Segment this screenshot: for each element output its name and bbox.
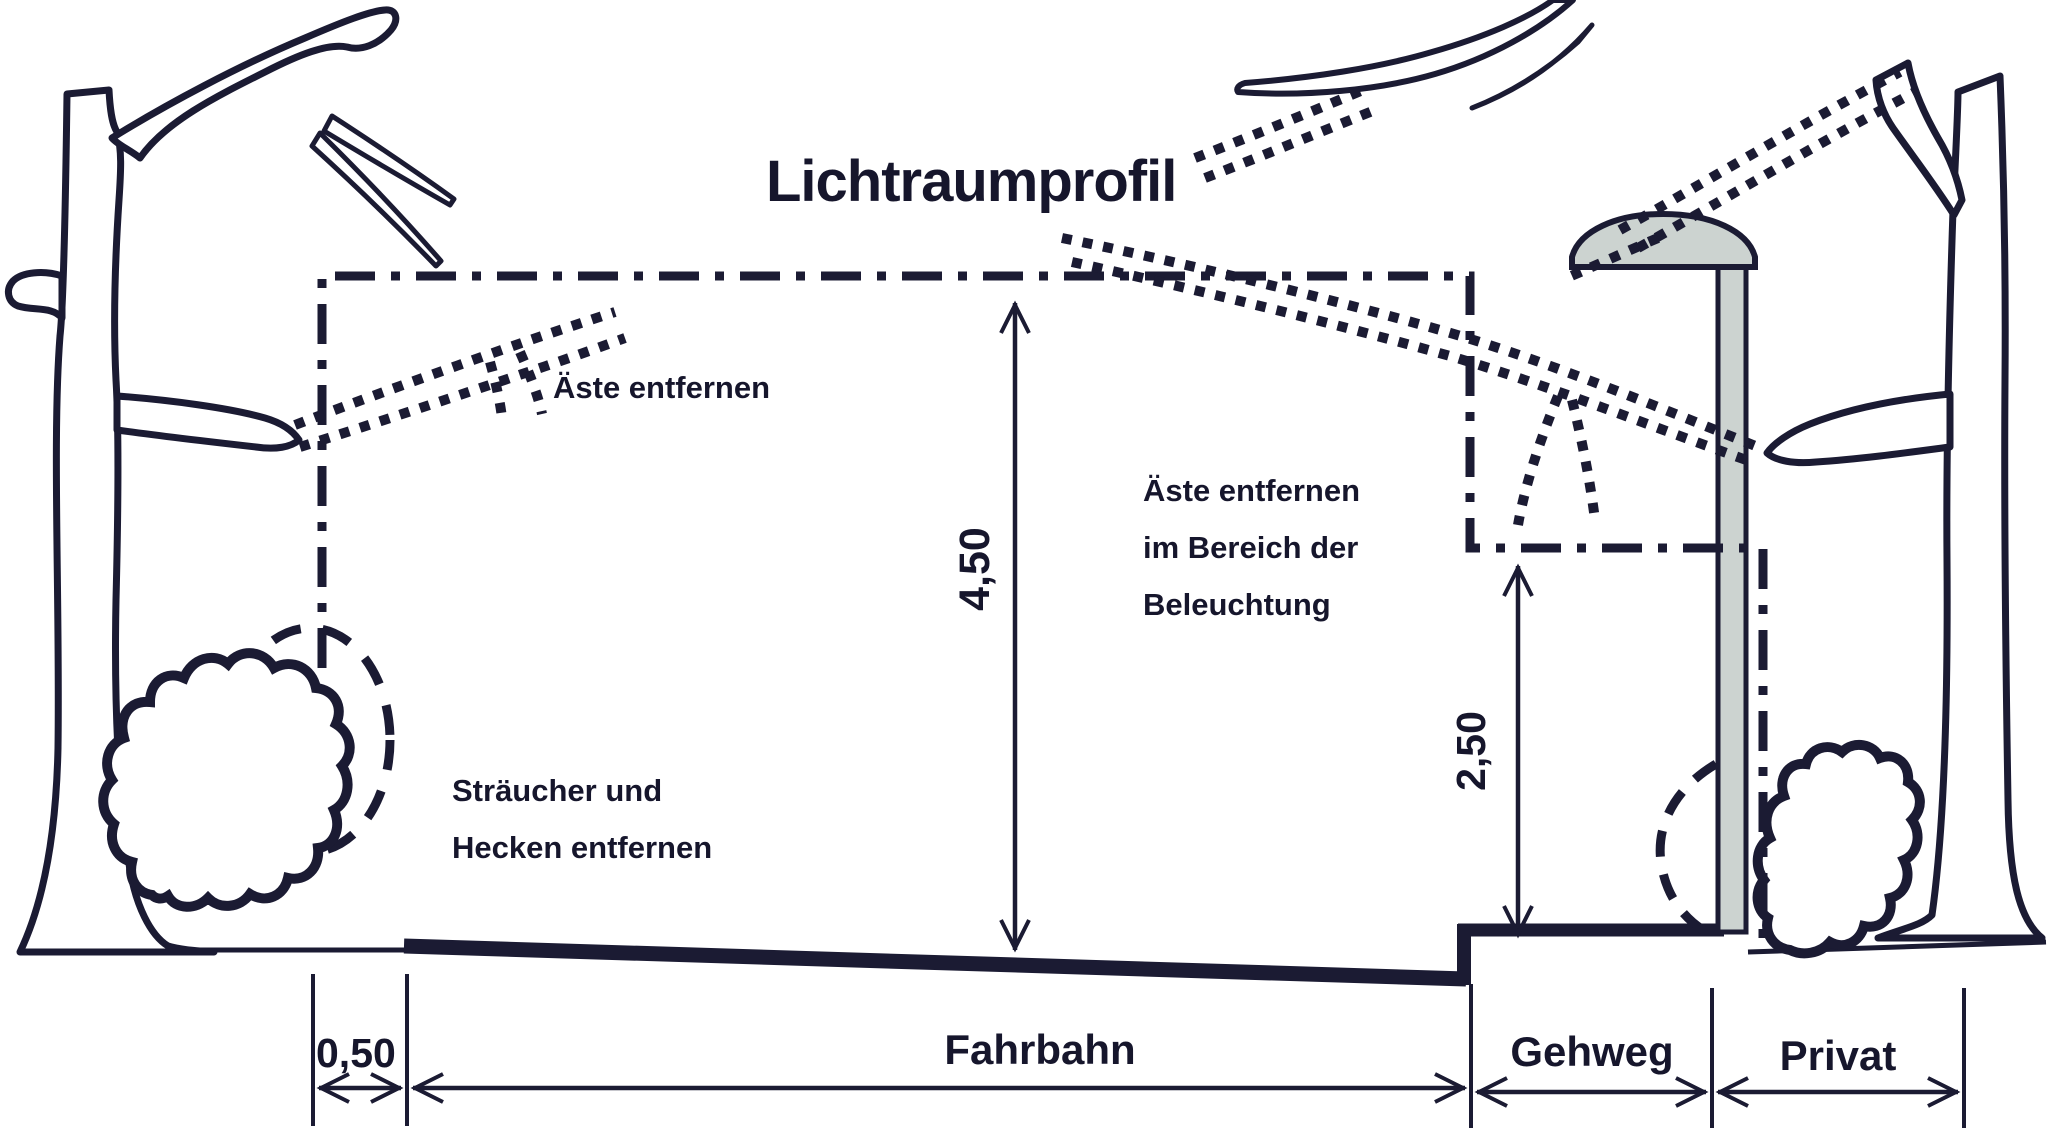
right-bush-dashed-outline bbox=[1655, 760, 1719, 941]
sidewalk-zone-label: Gehweg bbox=[1510, 1028, 1674, 1075]
top-right-pruned-branch bbox=[1234, 0, 1576, 97]
road-surface-line bbox=[403, 938, 1467, 987]
right-tree-left-branch bbox=[1763, 390, 1954, 467]
lamp-head bbox=[1569, 210, 1758, 270]
branches-right-line2: im Bereich der bbox=[1143, 530, 1359, 565]
dimension-lines bbox=[311, 300, 1966, 1128]
right-tree-icon bbox=[1234, 0, 2046, 942]
right-tree-upper-branch bbox=[1872, 59, 1966, 219]
diagram-title: Lichtraumprofil bbox=[766, 149, 1177, 214]
left-tree-top-branch bbox=[108, 6, 400, 162]
left-tree-pruned-spike bbox=[321, 113, 457, 208]
branches-left-label: Äste entfernen bbox=[553, 370, 771, 405]
shrub-removal-dashed-outline bbox=[225, 623, 395, 857]
left-tree-pruned-spike bbox=[309, 130, 444, 269]
left-tree-side-branch bbox=[113, 392, 303, 452]
top-right-pruned-spike bbox=[1469, 22, 1595, 111]
lamp-pole bbox=[1715, 263, 1749, 935]
right-bush-icon bbox=[1752, 739, 1925, 959]
left-bush-icon bbox=[98, 648, 355, 912]
private-zone-label: Privat bbox=[1779, 1032, 1897, 1079]
clearance-profile-outline bbox=[317, 271, 1768, 952]
clearance-height-value: 4,50 bbox=[951, 527, 999, 611]
street-lamp-icon bbox=[1569, 210, 1758, 935]
lighting-height-value: 2,50 bbox=[1448, 711, 1494, 791]
road-zone-label: Fahrbahn bbox=[944, 1026, 1136, 1073]
left-tree-stub-branch bbox=[4, 269, 66, 322]
shrubs-label: Sträucher und Hecken entfernen bbox=[452, 762, 712, 876]
branches-right-label: Äste entfernen im Bereich der Beleuchtun… bbox=[1143, 462, 1360, 633]
branches-right-line3: Beleuchtung bbox=[1143, 587, 1331, 622]
shrubs-line2: Hecken entfernen bbox=[452, 830, 713, 865]
branches-right-line1: Äste entfernen bbox=[1143, 473, 1361, 508]
dotted-branches-to-remove bbox=[293, 67, 1918, 526]
verge-width-value: 0,50 bbox=[316, 1030, 396, 1076]
right-tree-trunk bbox=[1874, 72, 2046, 942]
shrubs-line1: Sträucher und bbox=[452, 773, 663, 808]
